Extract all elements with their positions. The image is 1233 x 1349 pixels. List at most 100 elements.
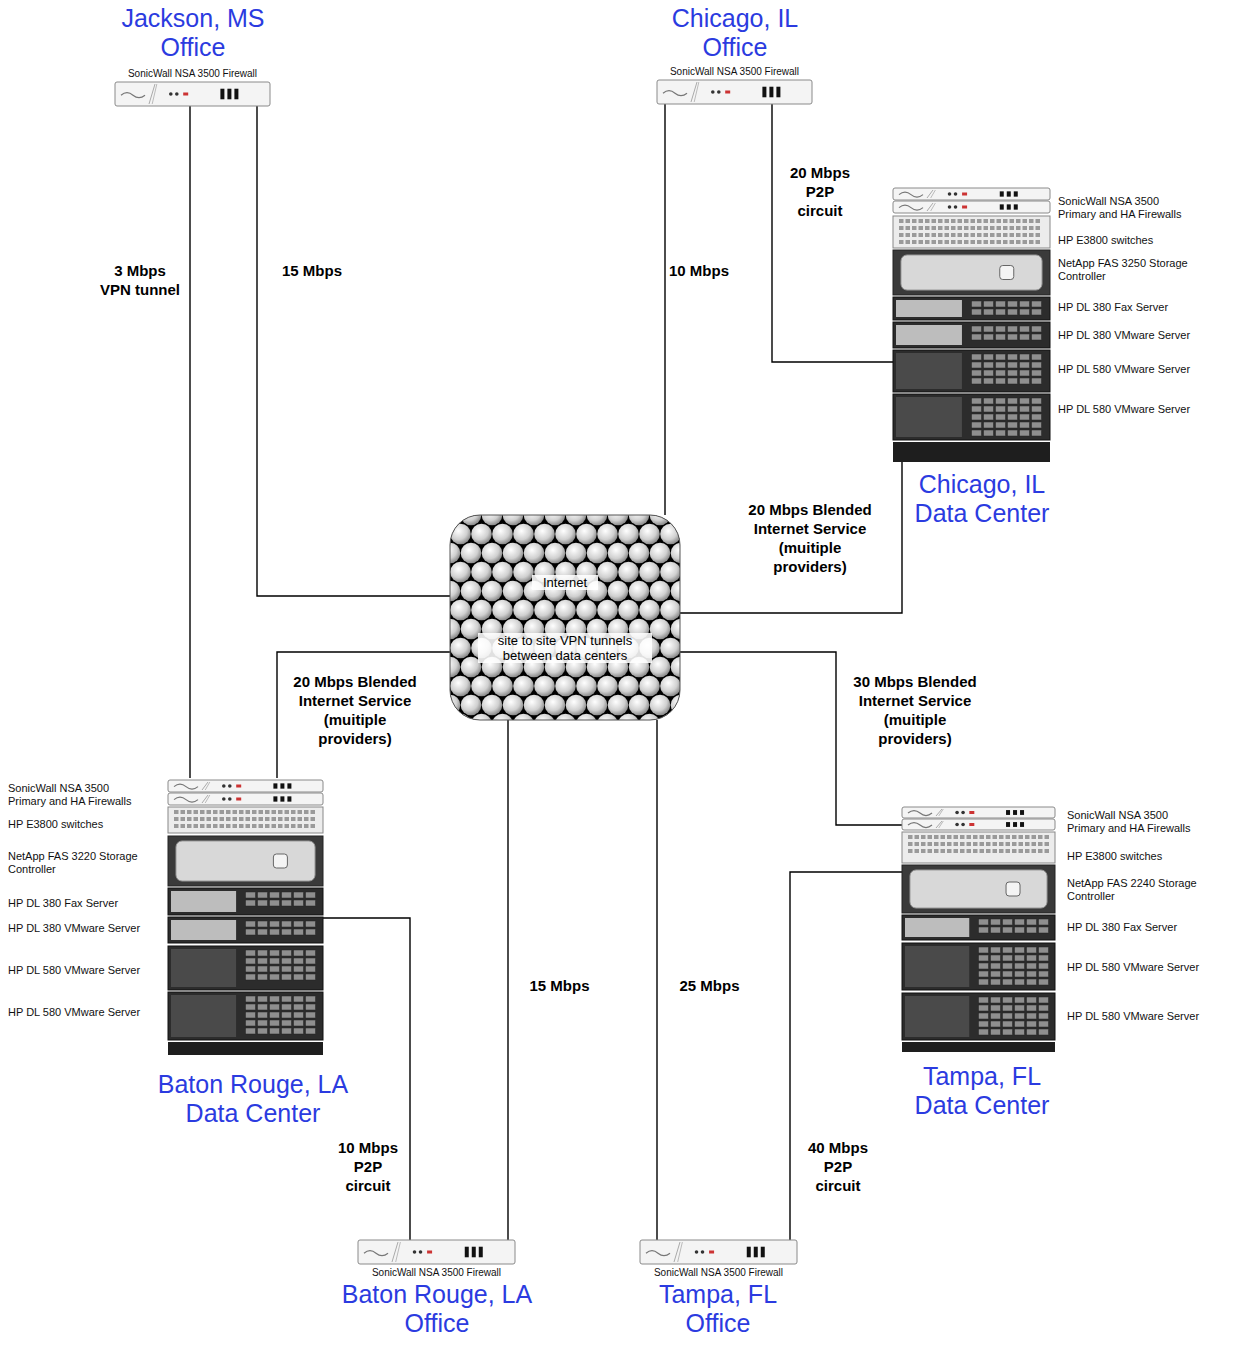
switch-port	[984, 233, 989, 237]
device-port	[220, 89, 224, 100]
device-led	[954, 205, 958, 209]
switch-port	[213, 810, 218, 814]
cloud-bubble	[482, 581, 503, 602]
cloud-bubble	[650, 581, 671, 602]
switch-port	[1023, 226, 1028, 230]
switch-port	[1006, 835, 1011, 839]
cloud-bubble	[503, 543, 524, 564]
cloud-bubble	[587, 543, 608, 564]
switch-port	[908, 849, 913, 853]
device-led	[169, 92, 173, 96]
switch-port	[945, 233, 950, 237]
cloud-outline	[450, 515, 680, 720]
network-link	[772, 104, 893, 362]
device-port	[769, 87, 773, 98]
internet-cloud-art	[450, 515, 680, 720]
drive-bay	[282, 950, 292, 956]
drive-bay	[258, 1020, 268, 1026]
switch-port	[181, 810, 186, 814]
switch-port	[239, 810, 244, 814]
switch-port	[298, 824, 303, 828]
cloud-bubble	[639, 600, 660, 621]
device-led	[948, 192, 952, 196]
device-port	[273, 783, 277, 788]
device-port	[1000, 204, 1004, 209]
drive-bay	[972, 334, 982, 340]
switch-port	[272, 810, 277, 814]
server-symbol	[168, 946, 323, 990]
drive-bay	[294, 966, 304, 972]
cloud-bubble	[629, 515, 650, 525]
switch-port	[226, 824, 231, 828]
device-led	[236, 785, 241, 788]
device-port	[776, 87, 780, 98]
server-symbol	[168, 888, 323, 915]
switch-port	[1003, 233, 1008, 237]
drive-bay	[984, 301, 994, 307]
cloud-bubble	[450, 524, 471, 545]
drive-bay	[1039, 997, 1049, 1003]
node-art	[893, 185, 1223, 462]
rack-base	[893, 442, 1050, 462]
drive-bay	[1020, 326, 1030, 332]
bandwidth-label: 25 Mbps	[672, 976, 747, 995]
server-panel	[905, 996, 969, 1037]
server-panel	[171, 920, 236, 940]
switch-port	[932, 226, 937, 230]
device-port	[1006, 822, 1010, 827]
server-panel	[896, 325, 962, 345]
drive-bay	[1020, 422, 1030, 428]
cloud-bubble	[492, 676, 513, 697]
switch-port	[915, 849, 920, 853]
switch-port	[233, 824, 238, 828]
drive-bay	[1003, 971, 1013, 977]
switch-port	[951, 240, 956, 244]
drive-bay	[270, 996, 280, 1002]
drive-bay	[270, 1020, 280, 1026]
drive-bay	[1008, 326, 1018, 332]
switch-port	[921, 842, 926, 846]
server-rack	[168, 780, 323, 1055]
switch-port	[1036, 226, 1041, 230]
drive-bay	[1032, 378, 1042, 384]
cloud-bubble	[482, 515, 503, 525]
drive-bay	[294, 1028, 304, 1034]
switch-port	[947, 849, 952, 853]
firewall-symbol	[657, 80, 812, 104]
switch-port	[278, 824, 283, 828]
switch-port	[912, 219, 917, 223]
office-firewall: Jackson, MS OfficeSonicWall NSA 3500 Fir…	[115, 82, 270, 106]
device-led	[701, 1250, 705, 1254]
node-art	[115, 82, 270, 106]
drive-bay	[246, 958, 256, 964]
device-led	[709, 1251, 714, 1254]
switch-port	[954, 842, 959, 846]
switch-port	[1045, 849, 1050, 853]
bandwidth-label: 30 Mbps Blended Internet Service (muitip…	[845, 672, 985, 748]
drive-bay	[306, 950, 316, 956]
switch-port	[1019, 849, 1024, 853]
switch-port	[908, 842, 913, 846]
switch-port	[993, 842, 998, 846]
drive-bay	[1020, 354, 1030, 360]
drive-bay	[246, 900, 256, 906]
drive-bay	[282, 1012, 292, 1018]
switch-port	[977, 226, 982, 230]
node-art	[640, 1240, 797, 1264]
device-led	[413, 1250, 417, 1254]
cloud-bubble	[660, 600, 680, 621]
switch-port	[899, 226, 904, 230]
site-heading: Chicago, IL Data Center	[902, 470, 1062, 528]
drive-bay	[1003, 979, 1013, 985]
device-led	[222, 797, 226, 801]
device-port	[1007, 204, 1011, 209]
switch-symbol	[893, 216, 1050, 248]
network-link	[656, 720, 657, 1240]
site-heading: Jackson, MS Office	[103, 4, 283, 62]
device-led	[222, 784, 226, 788]
cloud-bubble	[587, 695, 608, 716]
device-label: SonicWall NSA 3500 Primary and HA Firewa…	[1067, 809, 1205, 835]
drive-bay	[306, 974, 316, 980]
drive-bay	[282, 966, 292, 972]
